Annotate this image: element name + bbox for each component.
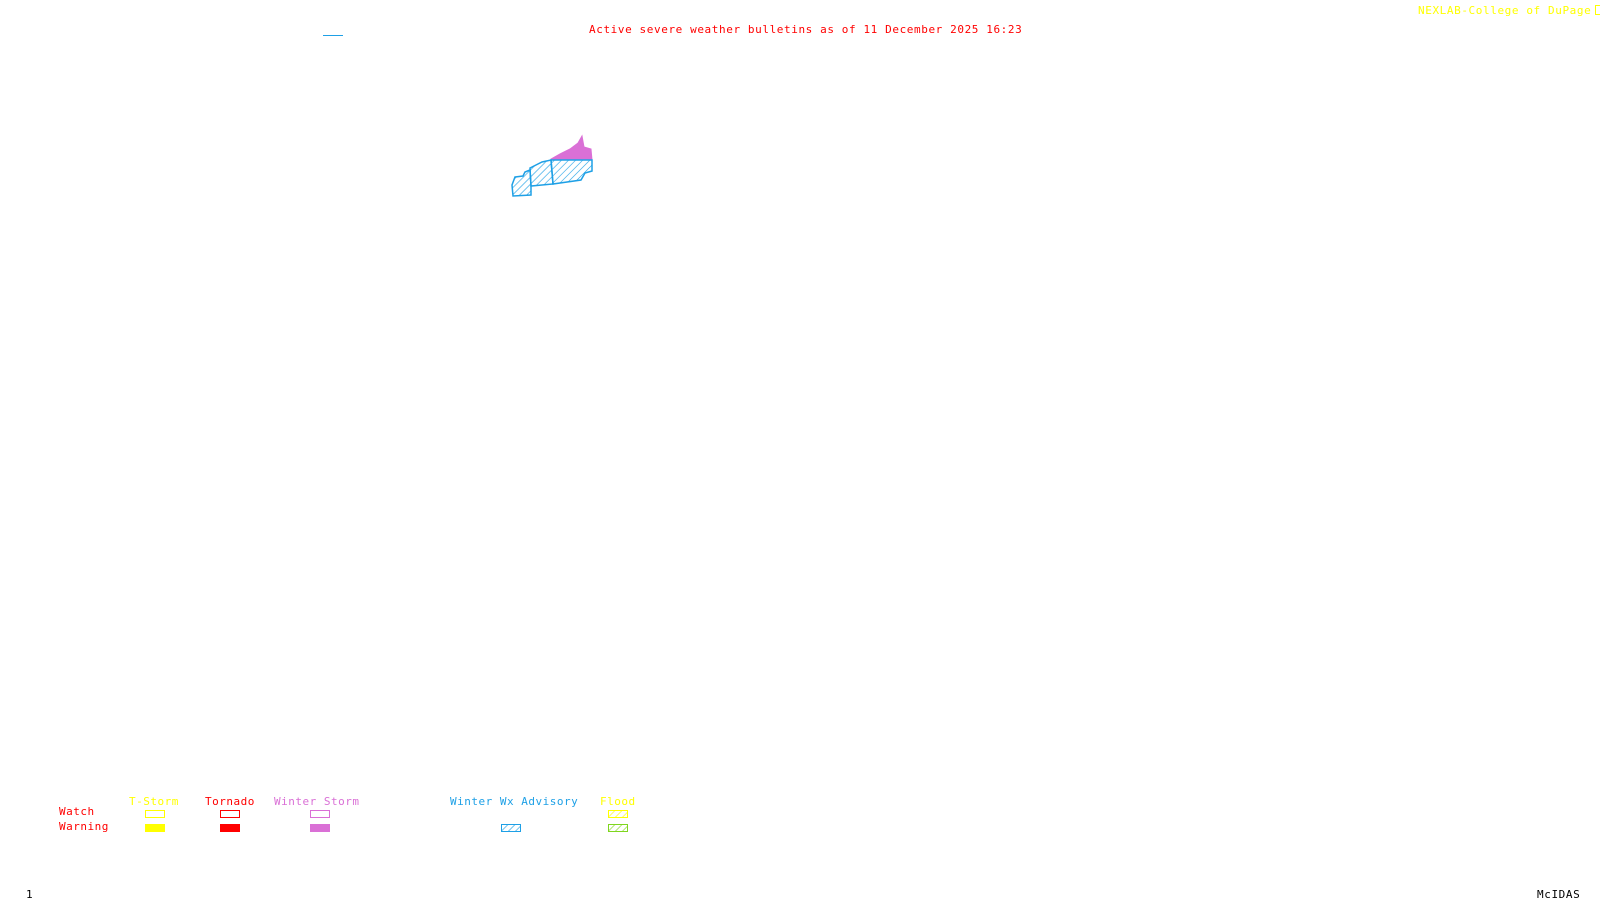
legend-tornado-warning-swatch [220,824,240,832]
winter-wx-advisory-area-central [529,159,554,187]
legend-winter-wx-advisory-warning-swatch [501,824,521,832]
winter-wx-advisory-area-west [511,168,532,197]
winter-storm-warning-area [550,134,593,161]
legend-tornado-watch-swatch [220,810,240,818]
legend-col-winter-wx-advisory: Winter Wx Advisory [450,795,579,808]
legend-winter-storm-warning-swatch [310,824,330,832]
map-boundary-fragment [323,35,343,36]
credit-label: NEXLAB-College of DuPage [1418,5,1600,17]
legend-tstorm-watch-swatch [145,810,165,818]
legend-flood-warning-swatch [608,824,628,832]
page-title: Active severe weather bulletins as of 11… [589,23,1023,36]
legend-row-watch: Watch [59,805,95,818]
frame-number: 1 [26,888,34,901]
legend-flood-watch-swatch [608,810,628,818]
winter-wx-advisory-area-east [550,159,593,185]
credit-text: NEXLAB-College of DuPage [1418,4,1592,17]
legend-col-winter-storm: Winter Storm [274,795,360,808]
legend-col-flood: Flood [600,795,636,808]
legend-winter-storm-watch-swatch [310,810,330,818]
nexlab-logo-icon [1595,5,1600,15]
legend-col-tstorm: T-Storm [129,795,179,808]
legend-row-warning: Warning [59,820,109,833]
legend-tstorm-warning-swatch [145,824,165,832]
legend-col-tornado: Tornado [205,795,255,808]
software-label: McIDAS [1537,888,1581,901]
